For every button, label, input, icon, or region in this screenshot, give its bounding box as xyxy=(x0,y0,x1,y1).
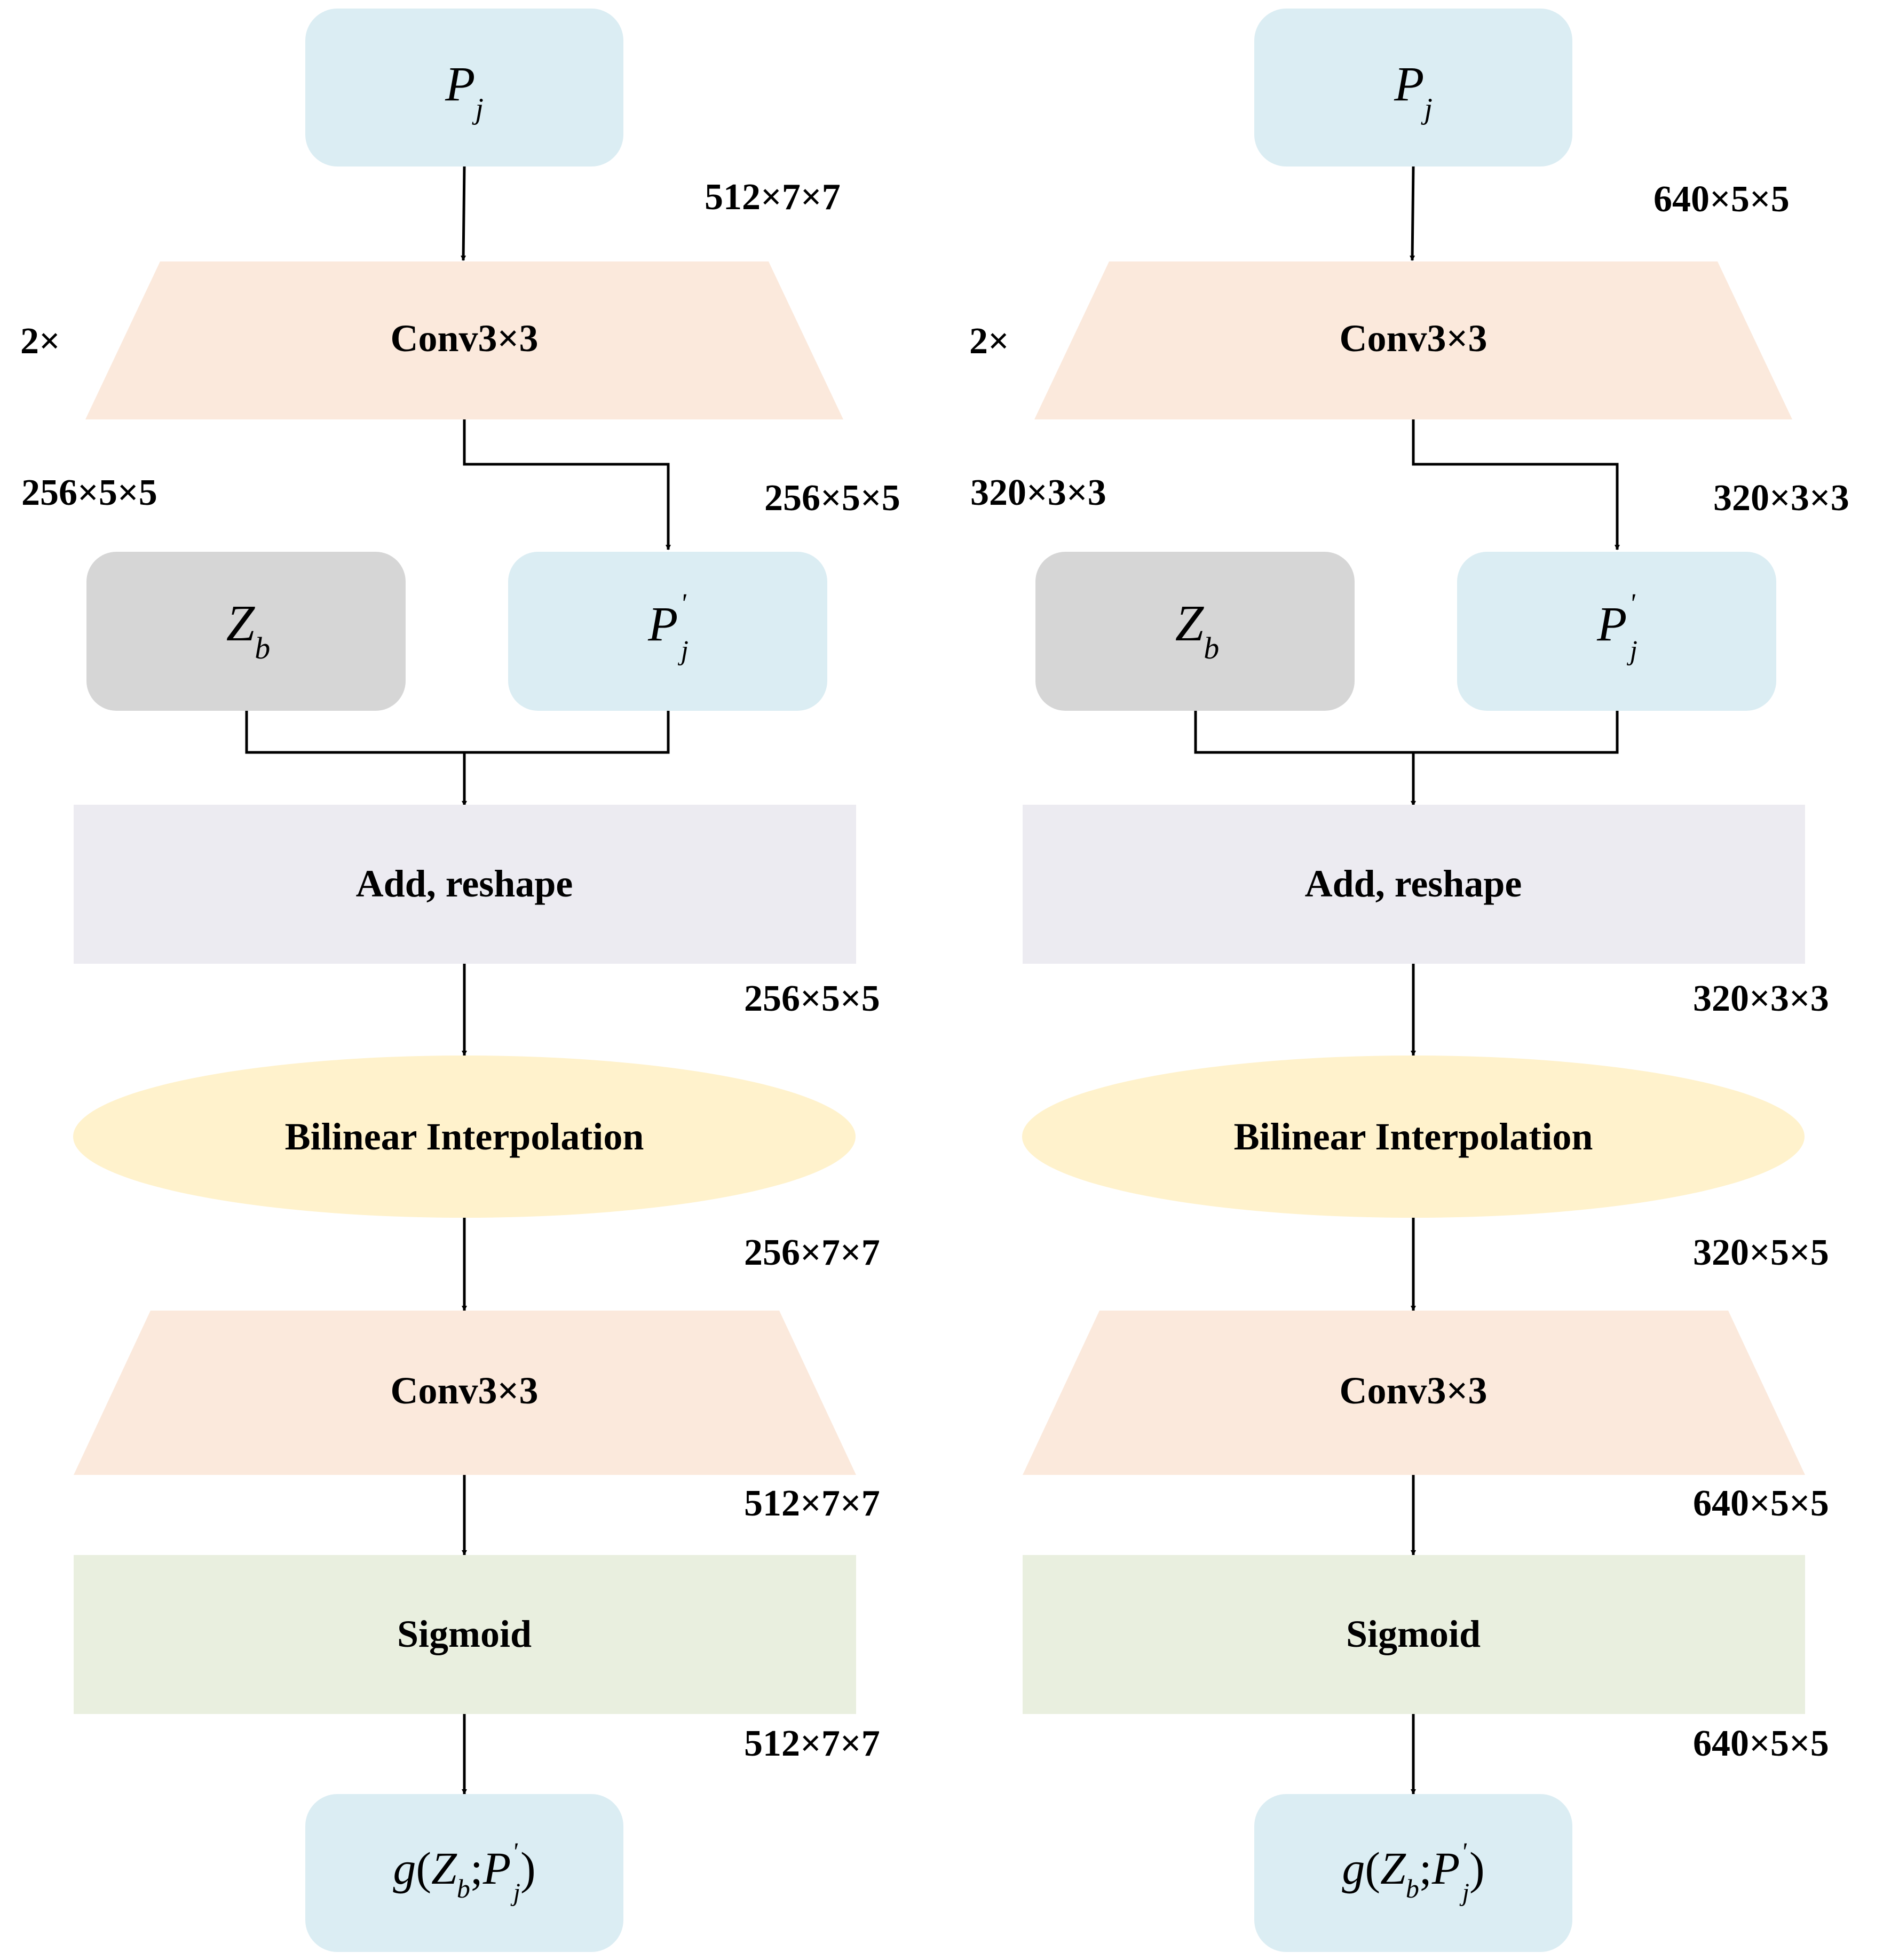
conv1-label: Conv3×3 xyxy=(390,317,538,360)
arrow-conv1-to-pj xyxy=(463,419,671,550)
input-pj-label: Pj xyxy=(1394,57,1433,125)
sigmoid-label: Sigmoid xyxy=(397,1613,532,1655)
conv2-label: Conv3×3 xyxy=(390,1369,538,1412)
dim-conv2: 512×7×7 xyxy=(744,1483,880,1524)
column-right: Pj 640×5×5 Conv3×3 2× 320×3×3 320×3×3 Zb… xyxy=(969,9,1849,1952)
pj-prime-label: P'j xyxy=(647,589,689,666)
dim-sigmoid: 640×5×5 xyxy=(1693,1723,1829,1764)
input-pj-box xyxy=(305,9,623,166)
add-reshape-label: Add, reshape xyxy=(356,862,573,905)
dim-bilinear: 256×7×7 xyxy=(744,1232,880,1273)
connector-zb xyxy=(245,711,670,754)
arrow-conv1-to-pj xyxy=(1412,419,1620,550)
dim-zb: 256×5×5 xyxy=(21,472,157,513)
output-box xyxy=(1254,1794,1572,1952)
pj-prime-box xyxy=(1457,552,1776,711)
conv1-trapezoid xyxy=(1034,261,1792,419)
conv2-trapezoid xyxy=(1023,1311,1805,1475)
dim-pj: 256×5×5 xyxy=(764,478,900,519)
column-left: Pj 512×7×7 Conv3×3 2× 256×5×5 256×5×5 Zb… xyxy=(20,9,900,1952)
bilinear-ellipse xyxy=(73,1056,856,1218)
dim-sigmoid: 512×7×7 xyxy=(744,1723,880,1764)
sigmoid-box xyxy=(1023,1555,1805,1714)
zb-box xyxy=(86,552,406,711)
connector-zb xyxy=(1194,711,1619,754)
conv1-trapezoid xyxy=(85,261,843,419)
dim-bilinear: 320×5×5 xyxy=(1693,1232,1829,1273)
output-label: g(Zb;P'j) xyxy=(393,1838,535,1907)
dim-pj: 320×3×3 xyxy=(1713,478,1849,519)
pj-prime-box xyxy=(508,552,827,711)
dim-input: 640×5×5 xyxy=(1653,179,1790,220)
zb-label: Zb xyxy=(1175,594,1219,665)
repeat-label: 2× xyxy=(20,321,60,362)
dim-input: 512×7×7 xyxy=(705,177,841,218)
dim-add: 256×5×5 xyxy=(744,978,880,1019)
dim-zb: 320×3×3 xyxy=(970,472,1106,513)
bilinear-label: Bilinear Interpolation xyxy=(1234,1115,1593,1158)
output-label: g(Zb;P'j) xyxy=(1342,1838,1484,1907)
bilinear-ellipse xyxy=(1022,1056,1805,1218)
zb-box xyxy=(1035,552,1355,711)
arrow-input-to-conv1 xyxy=(1410,166,1415,261)
add-reshape-label: Add, reshape xyxy=(1305,862,1522,905)
add-reshape-box xyxy=(1023,805,1805,964)
conv2-label: Conv3×3 xyxy=(1339,1369,1487,1412)
bilinear-label: Bilinear Interpolation xyxy=(285,1115,644,1158)
arrow-input-to-conv1 xyxy=(461,166,466,261)
sigmoid-box xyxy=(74,1555,856,1714)
input-pj-box xyxy=(1254,9,1572,166)
pj-prime-label: P'j xyxy=(1596,589,1637,666)
input-pj-label: Pj xyxy=(445,57,484,125)
conv2-trapezoid xyxy=(74,1311,856,1475)
output-box xyxy=(305,1794,623,1952)
dim-add: 320×3×3 xyxy=(1693,978,1829,1019)
repeat-label: 2× xyxy=(969,321,1009,362)
zb-label: Zb xyxy=(226,594,270,665)
conv1-label: Conv3×3 xyxy=(1339,317,1487,360)
add-reshape-box xyxy=(74,805,856,964)
sigmoid-label: Sigmoid xyxy=(1346,1613,1481,1655)
dim-conv2: 640×5×5 xyxy=(1693,1483,1829,1524)
